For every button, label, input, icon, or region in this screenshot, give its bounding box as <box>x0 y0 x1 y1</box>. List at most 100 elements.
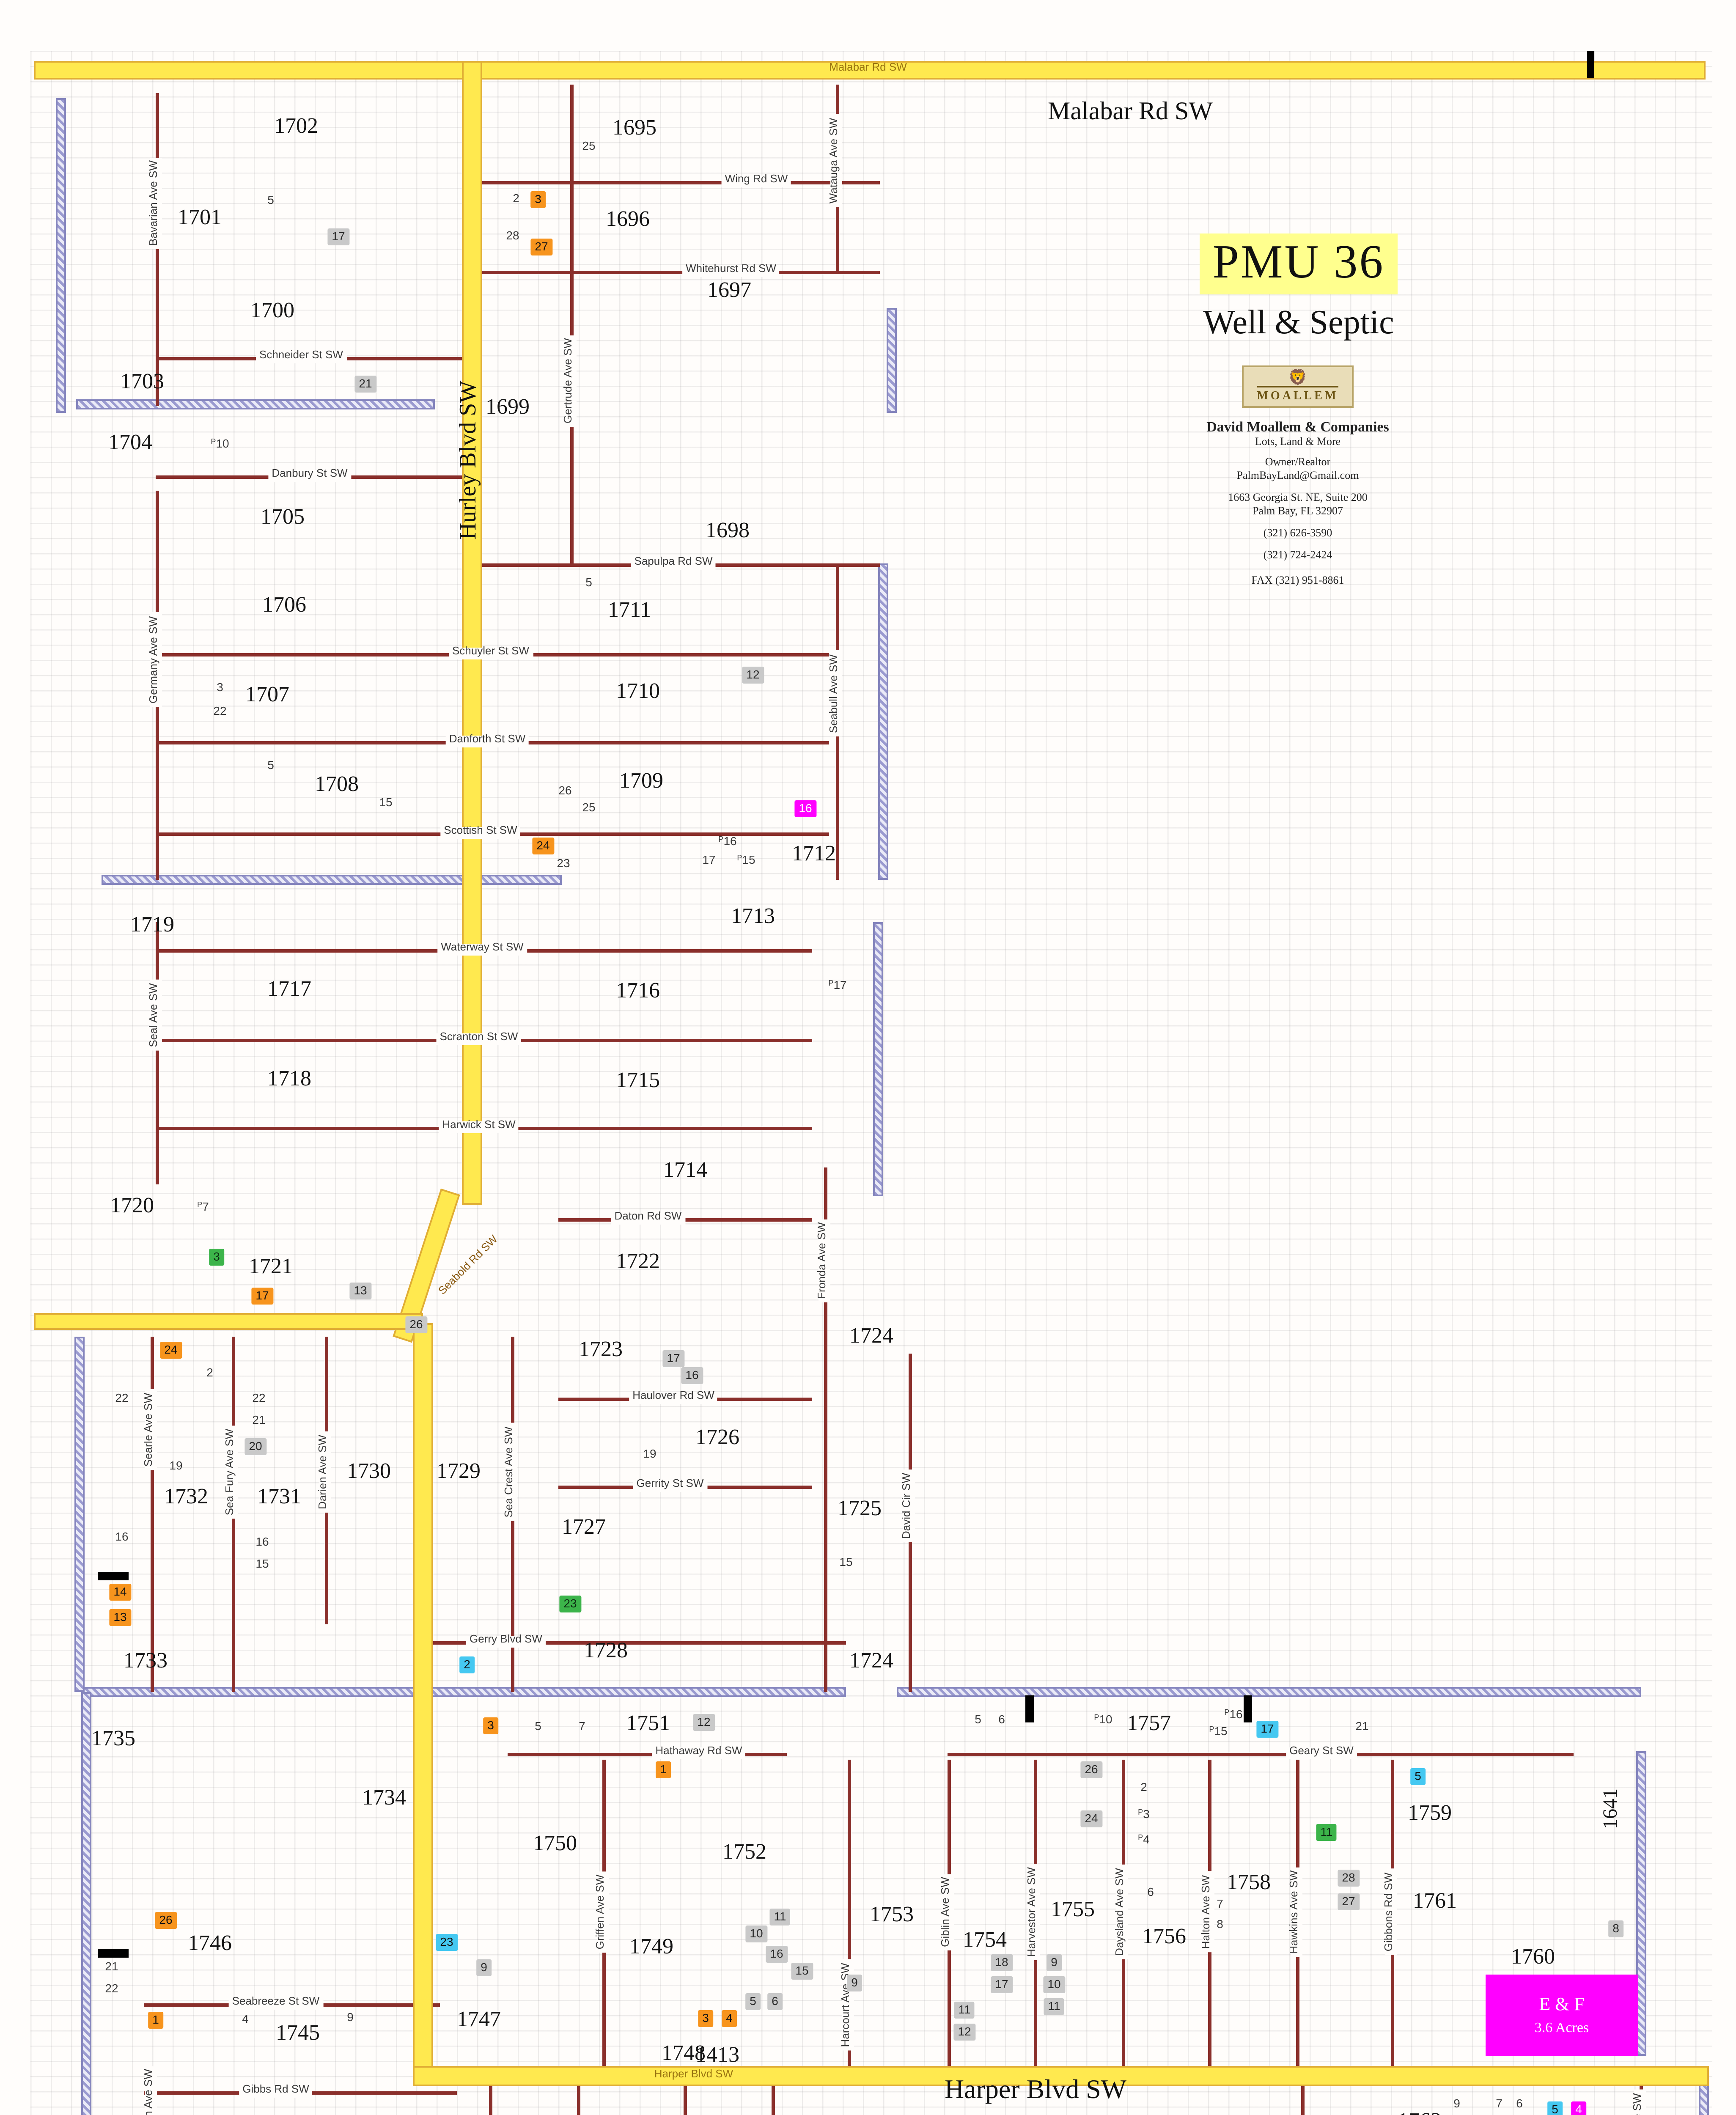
lot-marker: 9 <box>347 2013 354 2024</box>
canal-segment <box>81 1692 91 2115</box>
lot-marker: 17 <box>327 228 349 245</box>
street-label: Danbury St SW <box>268 469 351 481</box>
section-number: 1727 <box>562 1513 606 1539</box>
avenue-label: Daysland Ave SW <box>1115 1865 1127 1959</box>
page-title: PMU 36 <box>1199 233 1398 294</box>
major-road-segment <box>413 1323 433 2081</box>
avenue-label: Giblin Ave SW <box>940 1873 953 1950</box>
section-number: 1706 <box>262 591 306 617</box>
lot-marker: 14 <box>109 1584 131 1601</box>
lot-marker: 12 <box>953 2024 975 2041</box>
street-label: Waterway St SW <box>437 943 527 955</box>
lot-marker: 16 <box>681 1367 703 1384</box>
street-label: Gerrity St SW <box>633 1479 707 1491</box>
section-number: 1735 <box>91 1725 135 1750</box>
section-number: 1719 <box>130 911 174 937</box>
lot-marker: P10 <box>1094 1713 1112 1727</box>
lot-marker: 28 <box>506 231 519 243</box>
lot-marker: 11 <box>954 2002 975 2019</box>
lot-marker: 3 <box>698 2010 713 2027</box>
lot-marker: 22 <box>115 1393 129 1405</box>
lot-marker: 24 <box>1080 1810 1102 1827</box>
section-number: 1722 <box>616 1248 660 1273</box>
lot-marker: P15 <box>1209 1725 1228 1739</box>
lot-marker: 4 <box>722 2010 737 2027</box>
business-card: 🦁 MOALLEM David Moallem & Companies Lots… <box>1181 365 1415 588</box>
avenue-label: David Cir SW <box>901 1469 914 1543</box>
lot-marker: 2 <box>206 1368 213 1380</box>
section-number: 1695 <box>613 114 656 140</box>
section-number: 1717 <box>267 975 311 1001</box>
section-number: 1704 <box>108 429 152 454</box>
street-label: Schuyler St SW <box>448 647 533 659</box>
avenue-label: Gertrude Ave SW <box>563 335 576 427</box>
lot-marker: P3 <box>1138 1808 1150 1821</box>
lot-marker: 17 <box>702 855 716 867</box>
street-label: Danforth St SW <box>445 735 529 747</box>
section-number: 1725 <box>838 1495 882 1520</box>
avenue-line <box>156 922 159 1184</box>
lot-marker: 5 <box>1547 2101 1563 2115</box>
lot-marker: 27 <box>530 239 552 255</box>
section-number: 1720 <box>110 1192 154 1217</box>
street-label: Hathaway Rd SW <box>652 1747 746 1758</box>
canal-segment <box>81 1687 846 1697</box>
section-number: 1708 <box>315 771 359 796</box>
section-number: 1754 <box>963 1926 1007 1952</box>
section-number-1641: 1641 <box>1598 1788 1622 1829</box>
street-label: Wing Rd SW <box>721 175 791 187</box>
street-label: Gibbs Rd SW <box>239 2085 313 2097</box>
avenue-label: Watauga Ave SW <box>829 114 841 207</box>
lot-marker: 25 <box>582 803 596 815</box>
avenue-line <box>156 93 159 406</box>
lot-marker: 8 <box>1608 1920 1623 1937</box>
lot-marker: 26 <box>155 1912 177 1929</box>
street-line <box>558 1218 812 1221</box>
section-number: 1733 <box>124 1647 168 1673</box>
section-number: 1746 <box>188 1930 232 1955</box>
street-line <box>479 271 880 274</box>
canal-segment <box>878 563 888 880</box>
address-line-2: Palm Bay, FL 32907 <box>1252 506 1343 518</box>
section-number: 1747 <box>457 2006 501 2031</box>
avenue-line <box>151 1337 154 1692</box>
lot-marker: 26 <box>405 1316 427 1333</box>
lot-marker: 18 <box>991 1954 1013 1971</box>
section-number: 1759 <box>1408 1799 1452 1825</box>
lot-marker: 16 <box>255 1537 269 1549</box>
lot-marker: 28 <box>1338 1870 1360 1887</box>
avenue-label: Darlington Ave SW <box>143 2066 156 2115</box>
email-text: PalmBayLand@Gmail.com <box>1236 470 1359 482</box>
section-number: 1752 <box>722 1838 766 1864</box>
lot-marker: 24 <box>532 838 554 854</box>
lion-icon: 🦁 <box>1288 369 1307 386</box>
canal-segment <box>1699 2081 1709 2115</box>
section-number: 1711 <box>607 596 651 622</box>
section-number: 1700 <box>250 297 294 322</box>
section-number: 1710 <box>616 678 660 703</box>
section-number: 1731 <box>257 1483 301 1508</box>
lot-marker: 17 <box>1256 1721 1278 1738</box>
section-number: 1705 <box>261 503 305 529</box>
lot-marker: 5 <box>535 1722 541 1733</box>
street-label: Scottish St SW <box>440 826 521 838</box>
canal-segment <box>76 399 435 409</box>
ef-parcel-highlight: E & F 3.6 Acres <box>1486 1975 1638 2056</box>
lot-marker: 5 <box>745 1993 761 2010</box>
lot-marker: 8 <box>1217 1920 1223 1931</box>
major-road-segment <box>34 1313 423 1330</box>
major-road-segment <box>34 61 1706 80</box>
harper-onroad-label: Harper Blvd SW <box>654 2069 733 2081</box>
section-number: 1716 <box>616 977 660 1003</box>
section-number: 1758 <box>1227 1869 1271 1894</box>
avenue-label: Germany Ave SW <box>148 613 161 707</box>
lot-marker: 6 <box>998 1715 1005 1727</box>
lot-marker: 21 <box>252 1415 266 1427</box>
lot-marker: 20 <box>244 1438 266 1455</box>
avenue-label: Searle Ave SW <box>143 1389 156 1470</box>
street-label: Gerry Blvd SW <box>466 1635 546 1647</box>
lot-marker: 6 <box>1147 1887 1154 1899</box>
lot-marker: 23 <box>436 1934 458 1951</box>
lot-marker: 12 <box>693 1714 715 1731</box>
